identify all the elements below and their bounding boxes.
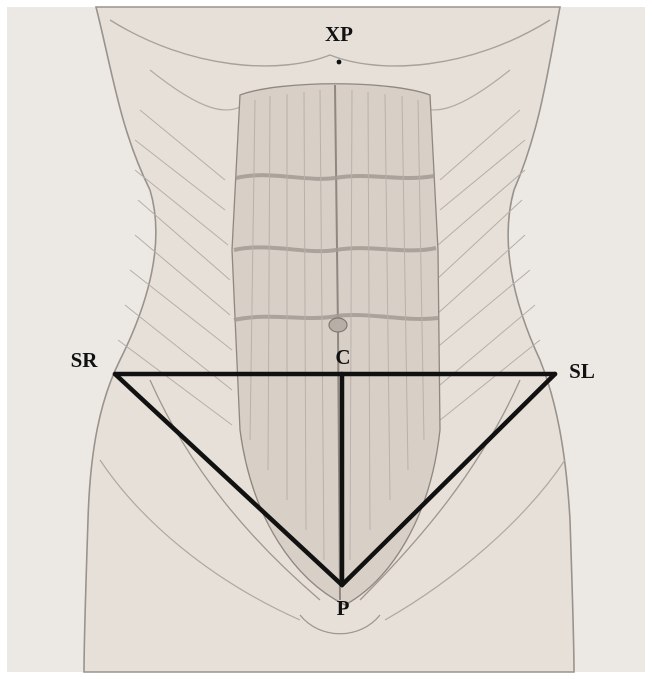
label-c: C: [335, 345, 350, 369]
label-xp: XP: [325, 22, 353, 46]
label-sl: SL: [569, 359, 595, 383]
xiphoid-point-dot: [337, 60, 342, 65]
umbilicus: [329, 318, 347, 332]
label-sr: SR: [71, 348, 99, 372]
label-p: P: [337, 596, 350, 620]
